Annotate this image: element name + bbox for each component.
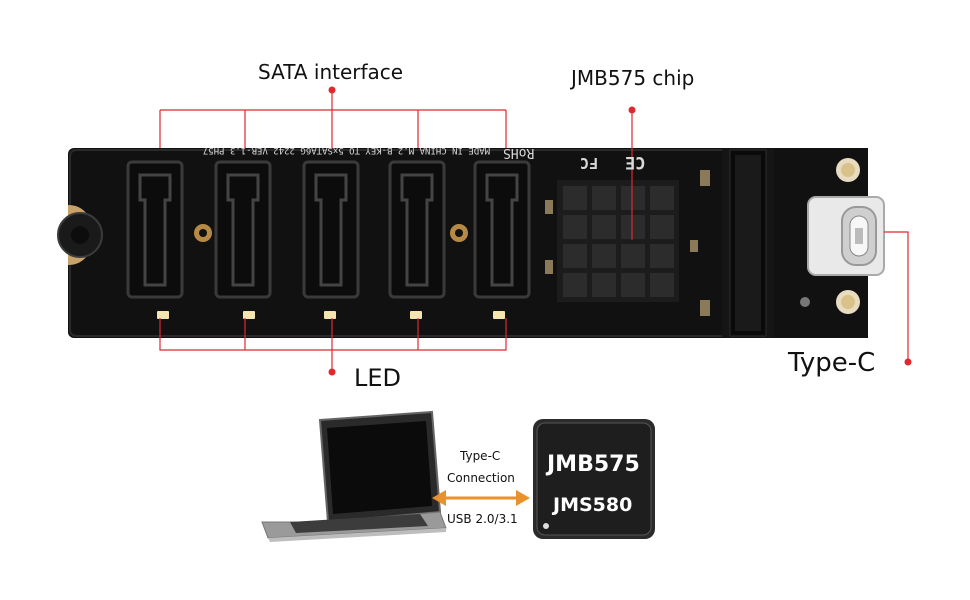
sata-port-2 [214,160,272,299]
chip-name-jmb575: JMB575 [547,452,640,477]
jmb575-chip-label: JMB575 chip [571,66,695,90]
typec-callout-dot [904,358,912,366]
led-callout-bracket [159,318,507,372]
sata-interface-label: SATA interface [258,60,404,84]
fc-mark: FC [580,154,599,172]
led-label: LED [354,364,402,392]
heatsink [557,180,679,302]
chip-callout-dot [628,106,636,114]
sata-port-5 [473,160,531,299]
sata-connectors [126,160,531,299]
connection-arrow [432,490,530,506]
sata-callout-bracket [159,90,507,148]
type-c-label: Type-C [788,348,876,378]
usb-version-label: USB 2.0/3.1 [447,512,518,526]
connection-type-label: Type-C [460,449,501,463]
leds [157,311,505,319]
chip-illustration [533,419,655,539]
type-c-receptacle [807,196,885,276]
rohs-mark: RoHS [503,145,535,160]
ce-mark: CE [625,152,646,172]
sata-callout-dot [328,86,336,94]
board-silkscreen: MADE IN CHINA M.2 B-KEY TO 5xSATA6G 2242… [202,145,490,155]
connection-label: Connection [447,471,515,485]
laptop-illustration [261,410,447,542]
chip-name-jms580: JMS580 [553,494,633,516]
sata-port-3 [302,160,360,299]
sata-port-1 [126,160,184,299]
sata-port-4 [388,160,446,299]
led-callout-dot [328,368,336,376]
typec-callout-line [884,231,909,362]
